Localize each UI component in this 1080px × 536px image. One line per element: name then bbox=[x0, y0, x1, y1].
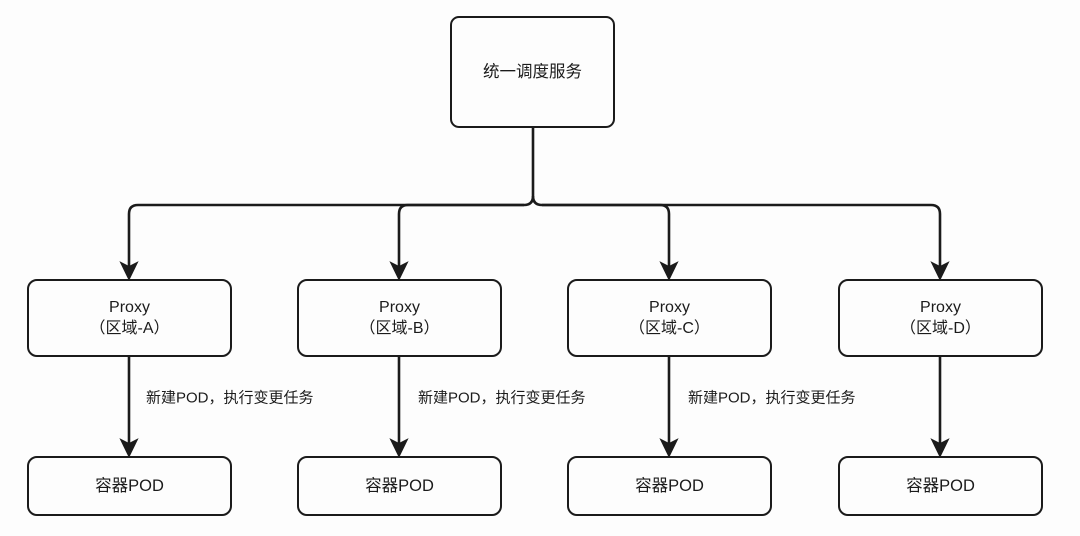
node-label-line2: （区域-C） bbox=[629, 320, 710, 337]
node-proxy-region-c[interactable]: Proxy （区域-C） bbox=[567, 279, 772, 357]
node-proxy-region-a[interactable]: Proxy （区域-A） bbox=[27, 279, 232, 357]
node-proxy-region-b[interactable]: Proxy （区域-B） bbox=[297, 279, 502, 357]
connector-root-to-proxy-0 bbox=[119, 203, 524, 281]
node-label-line1: Proxy bbox=[109, 298, 150, 316]
connector-root-to-proxy-1 bbox=[389, 203, 524, 281]
connector-root-to-proxy-2 bbox=[542, 203, 679, 281]
node-label-line2: （区域-D） bbox=[900, 320, 981, 337]
node-label-line2: （区域-A） bbox=[89, 320, 170, 337]
node-label-line1: Proxy bbox=[379, 298, 420, 316]
edge-label-proxy-2-to-pod-2: 新建POD，执行变更任务 bbox=[688, 389, 856, 407]
node-label: 容器POD bbox=[635, 476, 704, 495]
node-label: 统一调度服务 bbox=[483, 62, 582, 81]
node-container-pod-1[interactable]: 容器POD bbox=[297, 456, 502, 516]
node-label-line1: Proxy bbox=[920, 298, 961, 316]
trunk-right-curve bbox=[531, 128, 543, 207]
node-label-line1: Proxy bbox=[649, 298, 690, 316]
node-container-pod-3[interactable]: 容器POD bbox=[838, 456, 1043, 516]
node-label-line2: （区域-B） bbox=[359, 320, 440, 337]
node-container-pod-2[interactable]: 容器POD bbox=[567, 456, 772, 516]
node-label: 容器POD bbox=[906, 476, 975, 495]
node-unified-scheduling-service[interactable]: 统一调度服务 bbox=[450, 16, 615, 128]
node-label: 容器POD bbox=[365, 476, 434, 495]
trunk-left-curve bbox=[523, 195, 535, 207]
node-container-pod-0[interactable]: 容器POD bbox=[27, 456, 232, 516]
edge-label-proxy-1-to-pod-1: 新建POD，执行变更任务 bbox=[418, 389, 586, 407]
edge-label-proxy-0-to-pod-0: 新建POD，执行变更任务 bbox=[146, 389, 314, 407]
node-proxy-region-d[interactable]: Proxy （区域-D） bbox=[838, 279, 1043, 357]
connector-root-to-proxy-3 bbox=[542, 203, 950, 281]
node-label: 容器POD bbox=[95, 476, 164, 495]
